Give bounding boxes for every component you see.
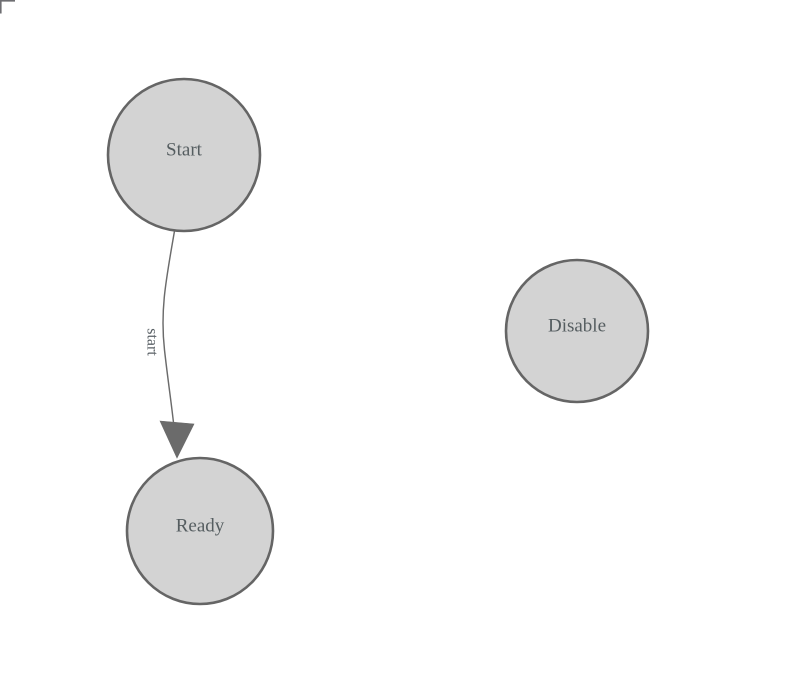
node-start-label: Start <box>166 139 203 160</box>
canvas-corner-mark <box>0 0 15 14</box>
node-disable-circle[interactable] <box>504 258 650 404</box>
edge-path-start-to-ready[interactable] <box>162 230 178 453</box>
node-disable-label: Disable <box>548 315 606 336</box>
node-disable[interactable]: Disable <box>504 258 650 404</box>
node-start-circle[interactable] <box>106 77 262 233</box>
edge-start-to-ready[interactable]: start <box>143 230 195 459</box>
node-ready-label: Ready <box>176 515 225 536</box>
node-start[interactable]: Start <box>106 77 262 233</box>
arrowhead-icon <box>159 420 195 459</box>
node-ready-circle[interactable] <box>125 456 275 606</box>
edge-label-start: start <box>143 328 160 356</box>
node-ready[interactable]: Ready <box>125 456 275 606</box>
